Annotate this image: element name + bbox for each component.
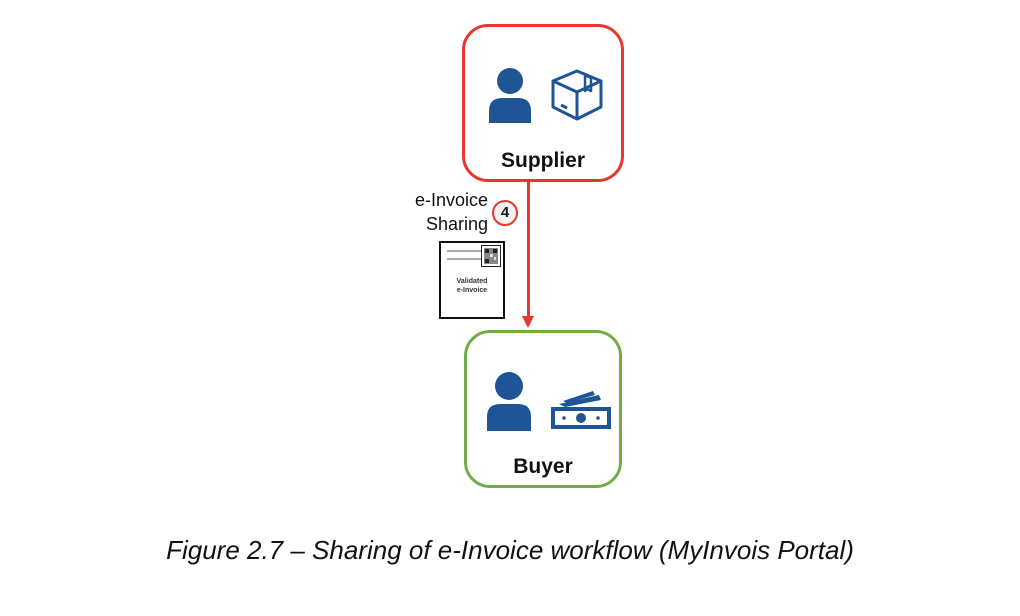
flow-arrow-head [522,316,534,328]
figure-caption: Figure 2.7 – Sharing of e-Invoice workfl… [166,535,854,565]
document-text-line1: Validated [456,278,488,285]
step-label-line1: e-Invoice [414,190,488,210]
validated-einvoice-document: Validated e-Invoice [439,241,505,319]
step-number-badge: 4 [492,200,518,226]
person-icon [489,68,531,123]
buyer-label: Buyer [513,455,573,478]
step-label: e-Invoice Sharing [398,188,488,236]
step-label-line2: Sharing [425,214,488,234]
flow-arrow-line [527,182,530,318]
package-box-icon [551,69,603,121]
supplier-label: Supplier [500,149,585,172]
qr-code-icon [481,245,501,267]
buyer-node: Buyer [464,330,622,488]
document-text: Validated e-Invoice [441,277,503,295]
document-text-line2: e-Invoice [456,287,488,294]
supplier-node: Supplier [462,24,624,182]
document-lines-icon [447,250,481,260]
money-cash-icon [551,391,611,429]
person-icon [487,372,531,431]
